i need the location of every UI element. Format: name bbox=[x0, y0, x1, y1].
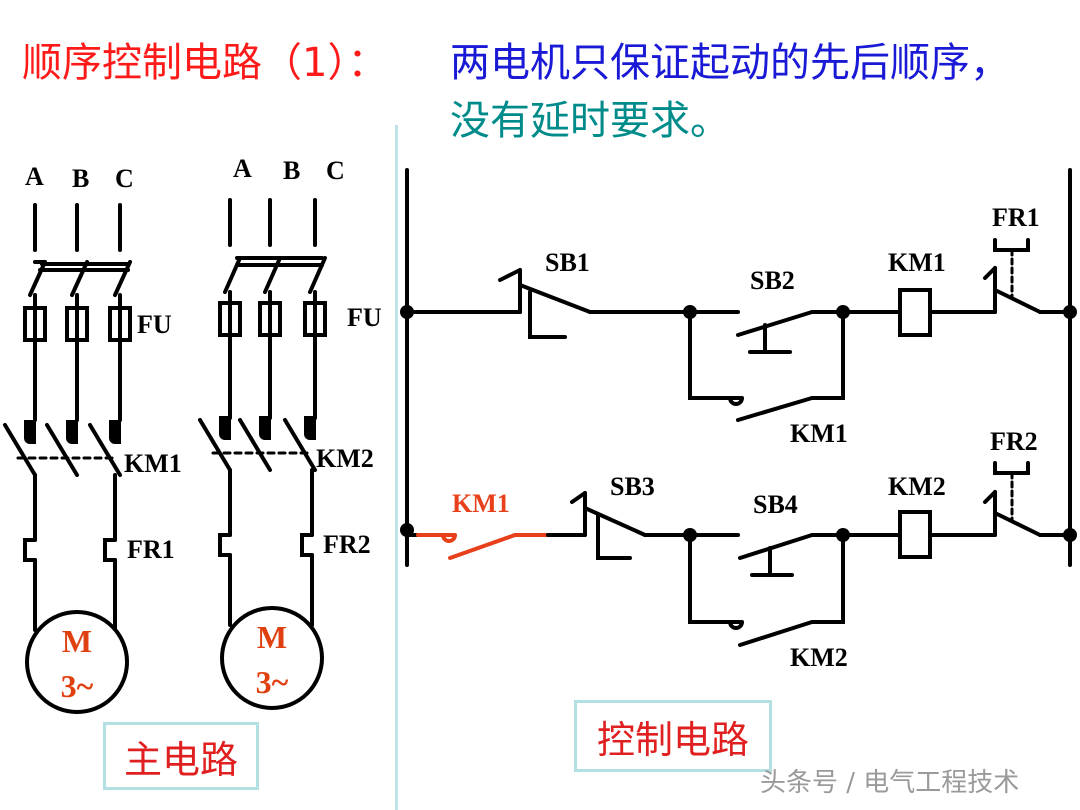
junction-dot bbox=[400, 523, 414, 537]
relay-label: FR1 bbox=[127, 535, 175, 564]
phase-label: B bbox=[283, 156, 300, 185]
control-circuit-label: 控制电路 bbox=[574, 700, 772, 772]
junction-dot bbox=[683, 305, 697, 319]
junction-dot bbox=[1063, 528, 1077, 542]
km1-interlock-label: KM1 bbox=[452, 489, 510, 518]
contactor-label: KM1 bbox=[124, 449, 182, 478]
sb2-label: SB2 bbox=[750, 266, 795, 295]
fr2-label: FR2 bbox=[990, 427, 1038, 456]
motor2-label-m: M bbox=[257, 619, 287, 655]
sb4-label: SB4 bbox=[753, 490, 798, 519]
sb1-label: SB1 bbox=[545, 248, 590, 277]
junction-dot bbox=[836, 305, 850, 319]
control-rung1 bbox=[405, 238, 1072, 422]
junction-dot bbox=[400, 305, 414, 319]
title-blue-part: 两电机只保证起动的先后顺序， bbox=[450, 40, 1010, 86]
fuse-label: FU bbox=[347, 303, 382, 332]
title-teal-part: 没有延时要求。 bbox=[450, 98, 730, 144]
title-red-part: 顺序控制电路（1）： bbox=[22, 40, 388, 86]
main-circuit-motor1 bbox=[3, 203, 132, 632]
section-divider bbox=[395, 125, 398, 810]
phase-label: A bbox=[25, 162, 44, 191]
watermark: 头条号 / 电气工程技术 bbox=[760, 768, 1020, 798]
contactor-label: KM2 bbox=[316, 444, 374, 473]
fuse-label: FU bbox=[137, 310, 172, 339]
km1-coil-label: KM1 bbox=[888, 248, 946, 277]
km1-holding-label: KM1 bbox=[790, 419, 848, 448]
km2-coil-label: KM2 bbox=[888, 472, 946, 501]
motor2-label-phase: 3~ bbox=[256, 664, 289, 700]
phase-label: C bbox=[326, 156, 345, 185]
phase-label: B bbox=[72, 164, 89, 193]
junction-dot bbox=[683, 528, 697, 542]
motor1-label-phase: 3~ bbox=[61, 668, 94, 704]
phase-label: A bbox=[233, 154, 252, 183]
control-rung2 bbox=[405, 461, 1072, 647]
main-circuit-motor2 bbox=[198, 198, 327, 627]
junction-dot bbox=[836, 528, 850, 542]
main-circuit-label: 主电路 bbox=[103, 722, 259, 790]
junction-dot bbox=[1063, 305, 1077, 319]
fr1-label: FR1 bbox=[992, 203, 1040, 232]
phase-label: C bbox=[115, 164, 134, 193]
km2-holding-label: KM2 bbox=[790, 643, 848, 672]
motor1-label-m: M bbox=[62, 623, 92, 659]
relay-label: FR2 bbox=[323, 530, 371, 559]
sb3-label: SB3 bbox=[610, 472, 655, 501]
motor1-circle bbox=[25, 610, 129, 714]
motor2-circle bbox=[220, 606, 324, 710]
